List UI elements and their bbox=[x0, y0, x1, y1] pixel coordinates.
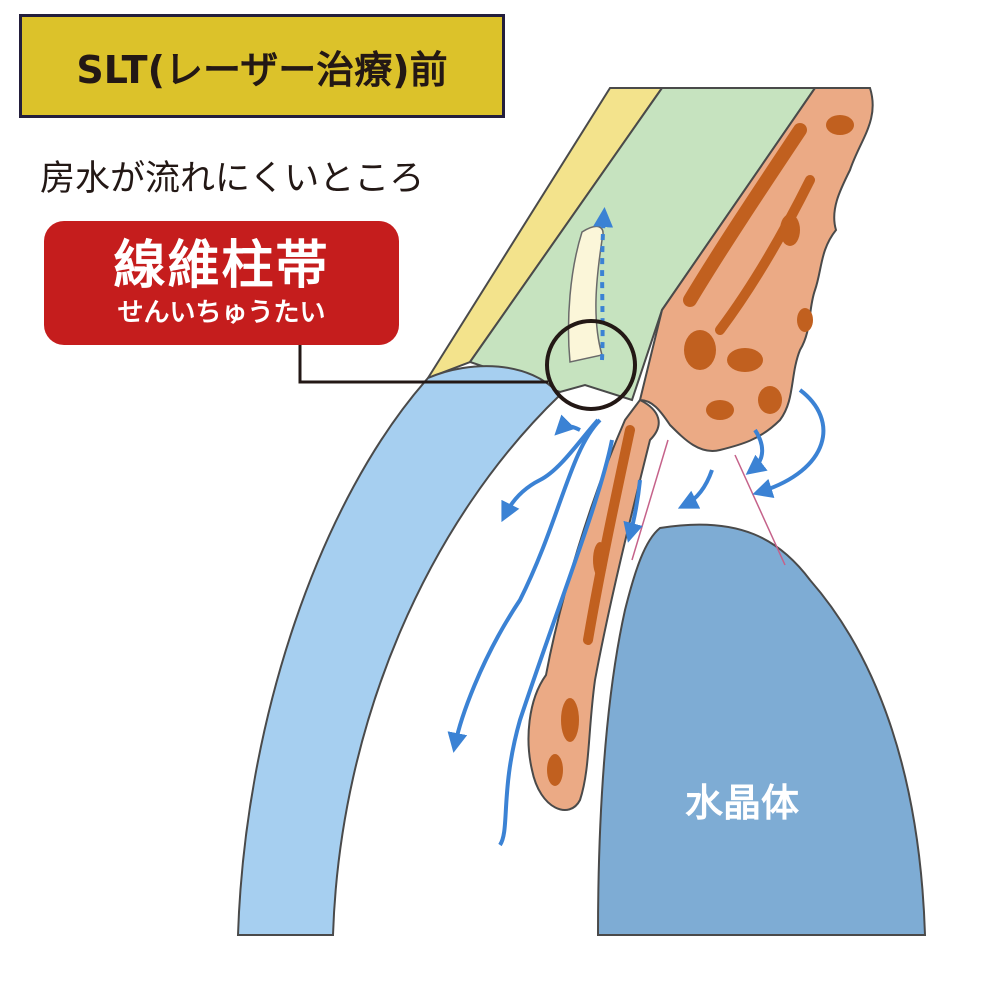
callout-label: 線維柱帯 bbox=[113, 236, 330, 296]
callout-reading: せんいちゅうたい bbox=[117, 298, 326, 328]
lens bbox=[596, 523, 927, 936]
callout-leader-line bbox=[298, 345, 548, 384]
flow-arrow-9 bbox=[554, 414, 581, 436]
flow-arrow-3 bbox=[447, 418, 602, 753]
schlemm-canal bbox=[567, 225, 604, 363]
page-title: SLT(レーザー治療)前 bbox=[76, 47, 448, 92]
trabecular-highlight-circle bbox=[545, 319, 637, 411]
flow-arrow-6 bbox=[677, 469, 714, 509]
cornea bbox=[236, 365, 562, 936]
flow-arrow-2 bbox=[501, 418, 600, 523]
zonule-right bbox=[734, 454, 786, 566]
lens-label: 水晶体 bbox=[684, 781, 799, 825]
flow-arrow-4 bbox=[498, 439, 614, 847]
flow-arrow-7 bbox=[745, 428, 768, 475]
trabecular-callout: 線維柱帯 せんいちゅうたい bbox=[44, 221, 399, 345]
flow-arrow-5 bbox=[623, 479, 643, 543]
flow-arrow-8 bbox=[752, 388, 826, 498]
title-box: SLT(レーザー治療)前 bbox=[19, 14, 505, 118]
subtitle: 房水が流れにくいところ bbox=[40, 159, 425, 199]
flow-arrow-1 bbox=[593, 207, 614, 361]
sclera-inner-layer bbox=[468, 87, 817, 402]
